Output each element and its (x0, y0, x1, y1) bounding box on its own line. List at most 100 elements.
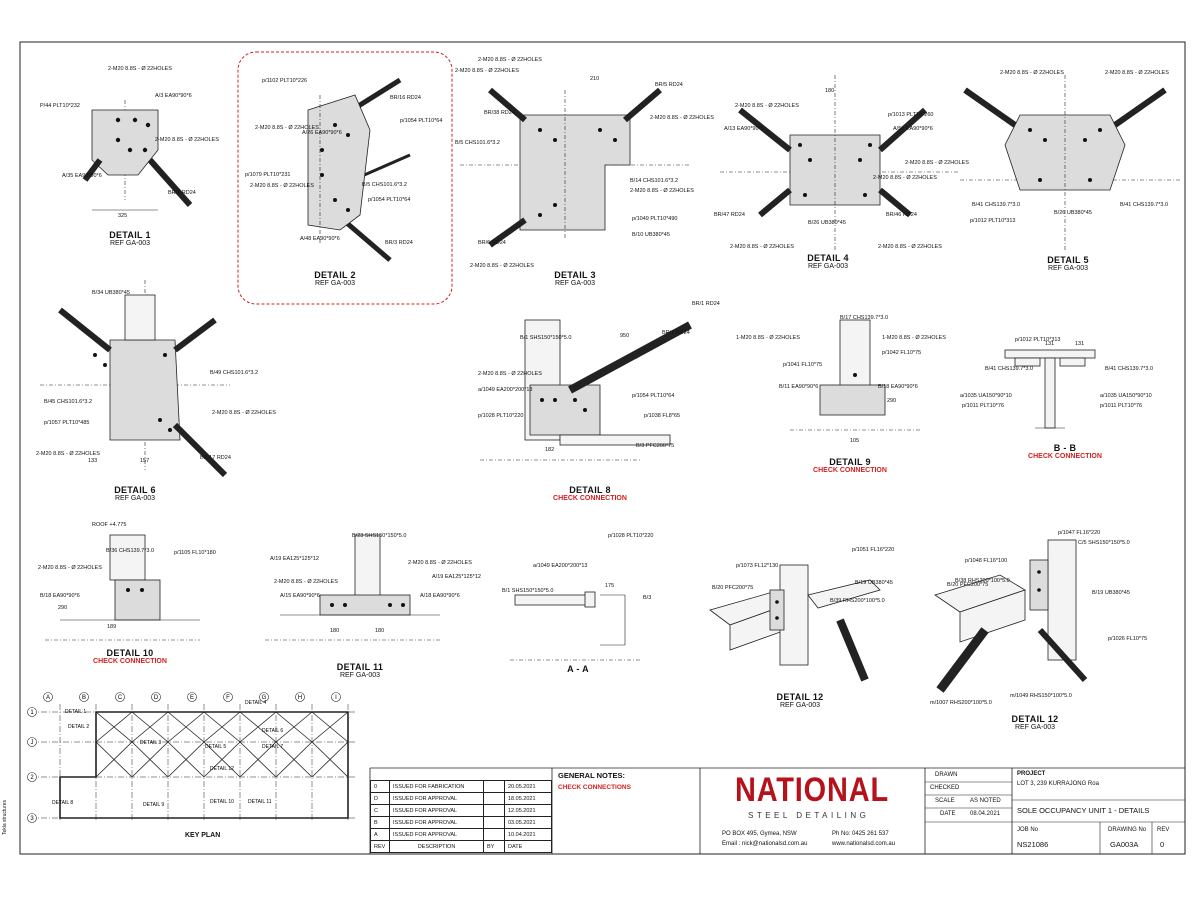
member-annotation: p/1105 FL10*180 (174, 550, 216, 556)
member-annotation: 2-M20 8.8S - Ø 22HOLES (1105, 70, 1169, 76)
rev-header: REV (370, 840, 390, 853)
grid-bubble (27, 707, 37, 717)
member-annotation: BR/1 RD24 (662, 330, 690, 336)
revision-rev-cell: A (370, 828, 390, 841)
detail-8-title-block: DETAIL 8 CHECK CONNECTION (550, 485, 630, 502)
member-annotation: 2-M20 8.8S - Ø 22HOLES (470, 263, 534, 269)
check-connection-note: CHECK CONNECTION (1028, 453, 1102, 460)
member-annotation: A/19 EA125*125*12 (432, 574, 481, 580)
member-annotation: p/1028 PLT10*220 (608, 533, 654, 539)
member-annotation: 180 (825, 88, 835, 94)
member-annotation: BR/5 RD24 (655, 82, 683, 88)
detail-title: DETAIL 12 (776, 692, 824, 702)
bracing-line (167, 741, 205, 778)
grid-col-label: I (335, 695, 337, 701)
member-annotation: 189 (107, 624, 117, 630)
revision-date-cell: 12.05.2021 (504, 804, 552, 817)
section-aa-drawing (510, 591, 640, 661)
member-annotation: m/1049 RHS150*100*5.0 (1010, 693, 1072, 699)
sheet-border (19, 41, 1186, 855)
sidebar-software-label: Tekla structures (2, 799, 8, 835)
member-annotation: A/48 EA90*90*6 (300, 236, 340, 242)
member-annotation: 157 (140, 458, 150, 464)
date-label: DATE (940, 811, 956, 817)
member-annotation: 210 (590, 76, 600, 82)
detail-12a-title-block: DETAIL 12 REF GA-003 (770, 692, 830, 709)
grid-bubble (27, 772, 37, 782)
bracing-line (311, 741, 349, 778)
member-annotation: B/19 UB380*45 (855, 580, 893, 586)
detail-ref: REF GA-003 (314, 280, 356, 287)
member-annotation: BR/46 RD24 (886, 212, 917, 218)
member-annotation: B/5 CHS101.6*3.2 (362, 182, 407, 188)
bracing-line (95, 741, 133, 778)
detail-title: DETAIL 1 (109, 230, 151, 240)
member-annotation: p/1049 PLT10*490 (632, 216, 678, 222)
detail-ref: REF GA-003 (114, 495, 156, 502)
detail-title: DETAIL 6 (114, 485, 156, 495)
section-title: B - B (1053, 443, 1077, 453)
detail-10-drawing (45, 534, 200, 641)
bracing-line (275, 711, 313, 743)
bracing-line (95, 711, 133, 743)
member-annotation: 131 (1075, 341, 1085, 347)
company-phone: Ph No: 0425 261 537 (832, 831, 889, 837)
revision-rev-cell: C (370, 804, 390, 817)
key-plan-detail-tag: DETAIL 5 (205, 744, 226, 750)
member-annotation: B/26 UB380*45 (808, 220, 846, 226)
grid-row-label: 1 (30, 710, 34, 716)
member-annotation: C/5 SHS150*150*5.0 (1078, 540, 1130, 546)
drawing-no-label: DRAWING No (1108, 827, 1147, 833)
company-logo: NATIONAL (735, 771, 889, 809)
revision-rev-cell: B (370, 816, 390, 829)
grid-bubble (43, 692, 53, 702)
detail-ref: REF GA-003 (109, 240, 151, 247)
revision-date-cell: 20.05.2021 (504, 780, 552, 793)
grid-bubble (331, 692, 341, 702)
detail-9-title-block: DETAIL 9 CHECK CONNECTION (810, 457, 890, 474)
key-plan-detail-tag: DETAIL 12 (210, 766, 234, 772)
member-annotation: B/36 CHS139.7*3.0 (106, 548, 155, 554)
member-annotation: A/18 EA90*90*6 (420, 593, 460, 599)
member-annotation: a/1035 UA150*90*10 (1100, 393, 1152, 399)
job-label: JOB No (1017, 827, 1039, 833)
detail-3-title-block: DETAIL 3 REF GA-003 (545, 270, 605, 287)
grid-bubble (115, 692, 125, 702)
grid-col-label: D (154, 695, 159, 701)
grid-col-label: A (46, 695, 50, 701)
grid-col-label: B (82, 695, 86, 701)
key-plan-detail-tag: DETAIL 2 (68, 724, 89, 730)
key-plan-detail-tag: DETAIL 9 (143, 802, 164, 808)
member-annotation: 1-M20 8.8S - Ø 22HOLES (882, 335, 946, 341)
member-annotation: B/49 CHS101.6*3.2 (210, 370, 259, 376)
by-header: BY (483, 840, 505, 853)
grid-bubble (79, 692, 89, 702)
member-annotation: B/11 EA90*90*6 (779, 384, 819, 390)
grid-bubble (27, 737, 37, 747)
member-annotation: 325 (118, 213, 128, 219)
member-annotation: 290 (58, 605, 68, 611)
member-annotation: B/41 CHS139.7*3.0 (985, 366, 1034, 372)
member-annotation: p/1026 FL10*75 (1108, 636, 1148, 642)
section-aa-title-block: A - A (548, 664, 608, 674)
detail-ref: REF GA-003 (554, 280, 596, 287)
grid-col-label: F (226, 695, 230, 701)
member-annotation: p/1011 PLT10*76 (1100, 403, 1142, 409)
detail-12b-title-block: DETAIL 12 REF GA-003 (1005, 714, 1065, 731)
revision-by-cell (483, 792, 505, 805)
member-annotation: 1-M20 8.8S - Ø 22HOLES (736, 335, 800, 341)
member-annotation: p/1011 PLT10*76 (962, 403, 1004, 409)
grid-col-label: E (190, 695, 194, 701)
company-website: www.nationalsd.com.au (832, 841, 896, 847)
member-annotation: BR/2 RD24 (168, 190, 196, 196)
member-annotation: 2-M20 8.8S - Ø 22HOLES (735, 103, 799, 109)
member-annotation: BR/47 RD24 (714, 212, 745, 218)
member-annotation: p/1048 FL16*100 (965, 558, 1008, 564)
detail-ref: REF GA-003 (807, 263, 849, 270)
member-annotation: 2-M20 8.8S - Ø 22HOLES (650, 115, 714, 121)
section-title: A - A (567, 664, 589, 674)
key-plan-detail-tag: DETAIL 11 (248, 799, 272, 805)
bracing-line (239, 711, 277, 743)
grid-col-label: G (262, 695, 267, 701)
